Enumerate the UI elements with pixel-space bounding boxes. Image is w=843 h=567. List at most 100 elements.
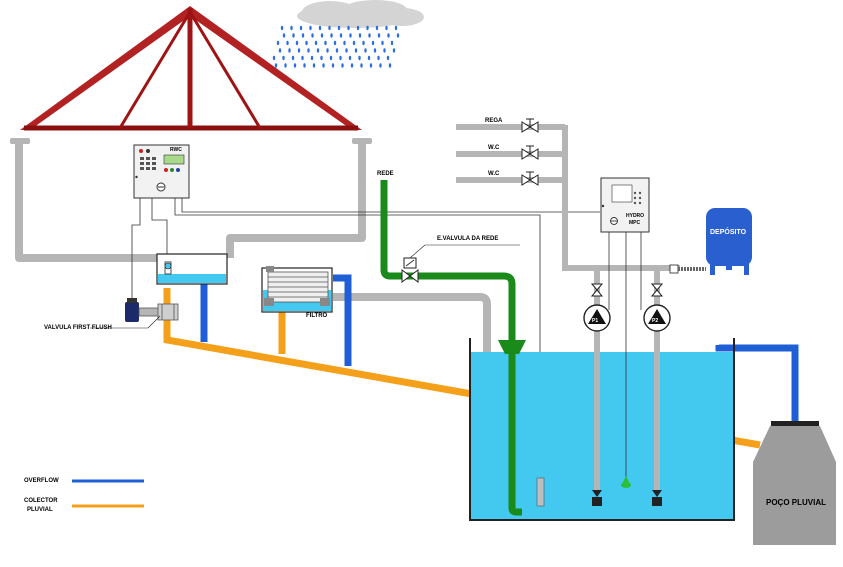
mains-electrovalve[interactable] <box>401 244 520 283</box>
rain-drop <box>335 48 339 53</box>
rain-drop <box>377 33 381 38</box>
rain-drop <box>291 55 295 61</box>
rain-drop <box>339 55 342 61</box>
rain-drop <box>366 25 369 31</box>
rain-drop <box>385 25 388 31</box>
rain-drop <box>383 48 386 53</box>
hydro-mpc-controller[interactable] <box>600 177 650 233</box>
rain-drop <box>303 63 306 68</box>
pump-2[interactable] <box>643 304 671 332</box>
wc-label-1: W.C <box>488 145 500 151</box>
rain-drop <box>312 63 316 68</box>
rede-label: REDE <box>377 171 394 177</box>
rain-drop <box>358 33 362 38</box>
rain-drop <box>301 55 304 61</box>
rain-drop <box>292 33 295 38</box>
level-probe <box>536 477 545 507</box>
rain-drop <box>369 63 373 68</box>
rain-drop <box>299 25 303 31</box>
rain-drop <box>290 25 293 31</box>
rain-drop <box>352 40 356 46</box>
rain-drop <box>381 40 384 46</box>
rain-drop <box>392 48 396 53</box>
first-flush-valve[interactable] <box>125 298 179 322</box>
rain-drop <box>331 63 335 68</box>
outlet-valves[interactable] <box>521 118 539 186</box>
rain-drop <box>356 25 360 31</box>
rain-drop <box>375 25 379 31</box>
rega-label: REGA <box>485 118 503 124</box>
house-roof <box>20 6 362 131</box>
rain-drop <box>343 40 346 46</box>
rain-drop <box>377 55 380 61</box>
float-switch-body <box>621 482 631 488</box>
rwc-controller[interactable] <box>133 144 190 199</box>
rain-drop <box>328 25 331 31</box>
rain-drop <box>379 63 382 68</box>
rain-drop <box>337 25 341 31</box>
rain-drop <box>280 25 284 31</box>
rain-drop <box>301 33 305 38</box>
mpc-label: MPC <box>629 220 641 226</box>
pump-valves[interactable] <box>590 283 664 297</box>
rain-drop <box>373 48 377 53</box>
pressure-hose <box>669 264 706 274</box>
rain-drop <box>367 55 371 61</box>
mains-inlet-funnel <box>498 340 526 354</box>
pump-2-label: P2 <box>652 318 659 324</box>
well-label: POÇO PLUVIAL <box>766 498 827 507</box>
hydro-label: HYDRO <box>626 213 645 219</box>
rain-drop <box>282 33 286 38</box>
deposito-label: DEPÓSITO <box>710 229 747 236</box>
rain-drop <box>386 55 390 61</box>
rain-drops <box>272 25 400 68</box>
rain-drop <box>394 25 398 31</box>
rain-drop <box>341 63 344 68</box>
rain-drop <box>349 33 352 38</box>
rainwater-well <box>753 421 836 545</box>
gutters <box>10 138 372 144</box>
rain-drop <box>330 33 333 38</box>
rain-drop <box>348 55 352 61</box>
first-flush-leader-2 <box>147 315 161 329</box>
rainwater-downpipes <box>15 144 366 262</box>
rain-drop <box>311 33 314 38</box>
rain-drop <box>322 63 325 68</box>
rain-drop <box>307 48 310 53</box>
rain-drop <box>339 33 343 38</box>
rain-drop <box>371 40 375 46</box>
filter-unit <box>261 266 333 313</box>
pressure-vessel <box>706 208 752 275</box>
rain-drop <box>318 25 322 31</box>
rain-drop <box>390 40 394 46</box>
pump-1[interactable] <box>583 304 611 332</box>
mains-water-pipe <box>380 180 522 516</box>
first-flush-tank <box>156 253 228 285</box>
rain-drop <box>326 48 329 53</box>
rain-drop <box>396 33 400 38</box>
legend-collector-label-2: PLUVIAL <box>27 507 53 513</box>
rwc-label: RWC <box>170 147 182 153</box>
rain-drop <box>314 40 318 46</box>
rain-drop <box>288 48 291 53</box>
electrovalve-label: E.VALVULA DA REDE <box>437 236 499 242</box>
rain-drop <box>305 40 308 46</box>
rain-cloud <box>297 0 424 28</box>
rain-drop <box>293 63 297 68</box>
rain-drop <box>388 63 392 68</box>
rain-drop <box>387 33 390 38</box>
rain-drop <box>347 25 350 31</box>
rain-drop <box>354 48 358 53</box>
legend-overflow-label: OVERFLOW <box>24 478 59 484</box>
rain-drop <box>360 63 363 68</box>
filter-label: FILTRO <box>306 313 328 319</box>
pump-1-label: P1 <box>592 318 599 324</box>
rain-drop <box>274 63 278 68</box>
suction-foot-valves <box>592 490 662 506</box>
rain-drop <box>358 55 361 61</box>
rain-drop <box>272 55 276 61</box>
rain-drop <box>282 55 285 61</box>
rain-drop <box>297 48 301 53</box>
rain-drop <box>368 33 371 38</box>
